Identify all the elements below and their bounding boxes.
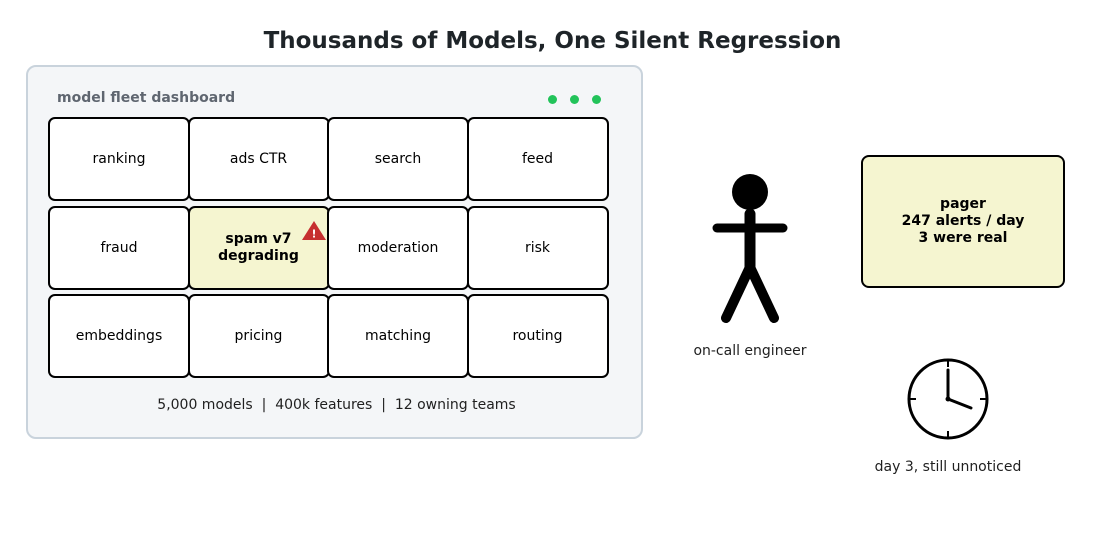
pager-box: pager 247 alerts / day 3 were real bbox=[861, 155, 1065, 288]
diagram-title: Thousands of Models, One Silent Regressi… bbox=[263, 28, 842, 54]
model-tile-label: ranking bbox=[92, 151, 146, 167]
model-tile-label: fraud bbox=[100, 239, 138, 256]
model-tile-label: ads CTR bbox=[229, 151, 288, 167]
model-tile: ranking bbox=[48, 117, 190, 201]
model-tile: risk bbox=[466, 205, 609, 290]
model-fleet-dashboard: model fleet dashboard ranking ads CTR sear… bbox=[26, 65, 643, 439]
model-tile-label: matching bbox=[365, 328, 431, 344]
model-tile-label: feed bbox=[521, 151, 554, 167]
model-tile-label: spam v7 degrading bbox=[218, 230, 299, 264]
dashboard-label: model fleet dashboard bbox=[57, 90, 236, 106]
pager-title: pager bbox=[940, 196, 986, 212]
model-tile: embeddings bbox=[48, 294, 190, 378]
status-dot-icon bbox=[592, 95, 601, 104]
engineer-label: on-call engineer bbox=[693, 343, 807, 359]
clock-icon bbox=[907, 358, 989, 440]
model-tile-label: routing bbox=[512, 328, 563, 344]
pager-alerts-per-day: 247 alerts / day bbox=[901, 213, 1025, 229]
person-icon bbox=[712, 174, 788, 323]
clock-label: day 3, still unnoticed bbox=[874, 459, 1022, 475]
model-tile: ads CTR bbox=[187, 117, 330, 201]
model-tile-label: risk bbox=[524, 239, 551, 256]
model-tile-label: embeddings bbox=[75, 328, 163, 344]
model-tile: fraud bbox=[48, 205, 190, 290]
status-dot-icon bbox=[570, 95, 579, 104]
warning-triangle-icon: ! bbox=[301, 220, 326, 240]
model-tile-label: pricing bbox=[234, 328, 283, 344]
model-tile-label: search bbox=[374, 151, 422, 167]
model-tile: pricing bbox=[187, 294, 330, 378]
model-tile: moderation bbox=[327, 205, 469, 290]
status-dot-icon bbox=[548, 95, 557, 104]
pager-real-alerts: 3 were real bbox=[918, 230, 1008, 246]
model-tile: routing bbox=[466, 294, 609, 378]
svg-text:!: ! bbox=[311, 227, 316, 240]
model-tile-label: moderation bbox=[357, 239, 439, 256]
model-tile: matching bbox=[327, 294, 469, 378]
model-tile: feed bbox=[466, 117, 609, 201]
fleet-stats: 5,000 models | 400k features | 12 owning… bbox=[157, 397, 516, 413]
model-tile: spam v7 degrading! bbox=[187, 205, 330, 290]
model-tile: search bbox=[327, 117, 469, 201]
